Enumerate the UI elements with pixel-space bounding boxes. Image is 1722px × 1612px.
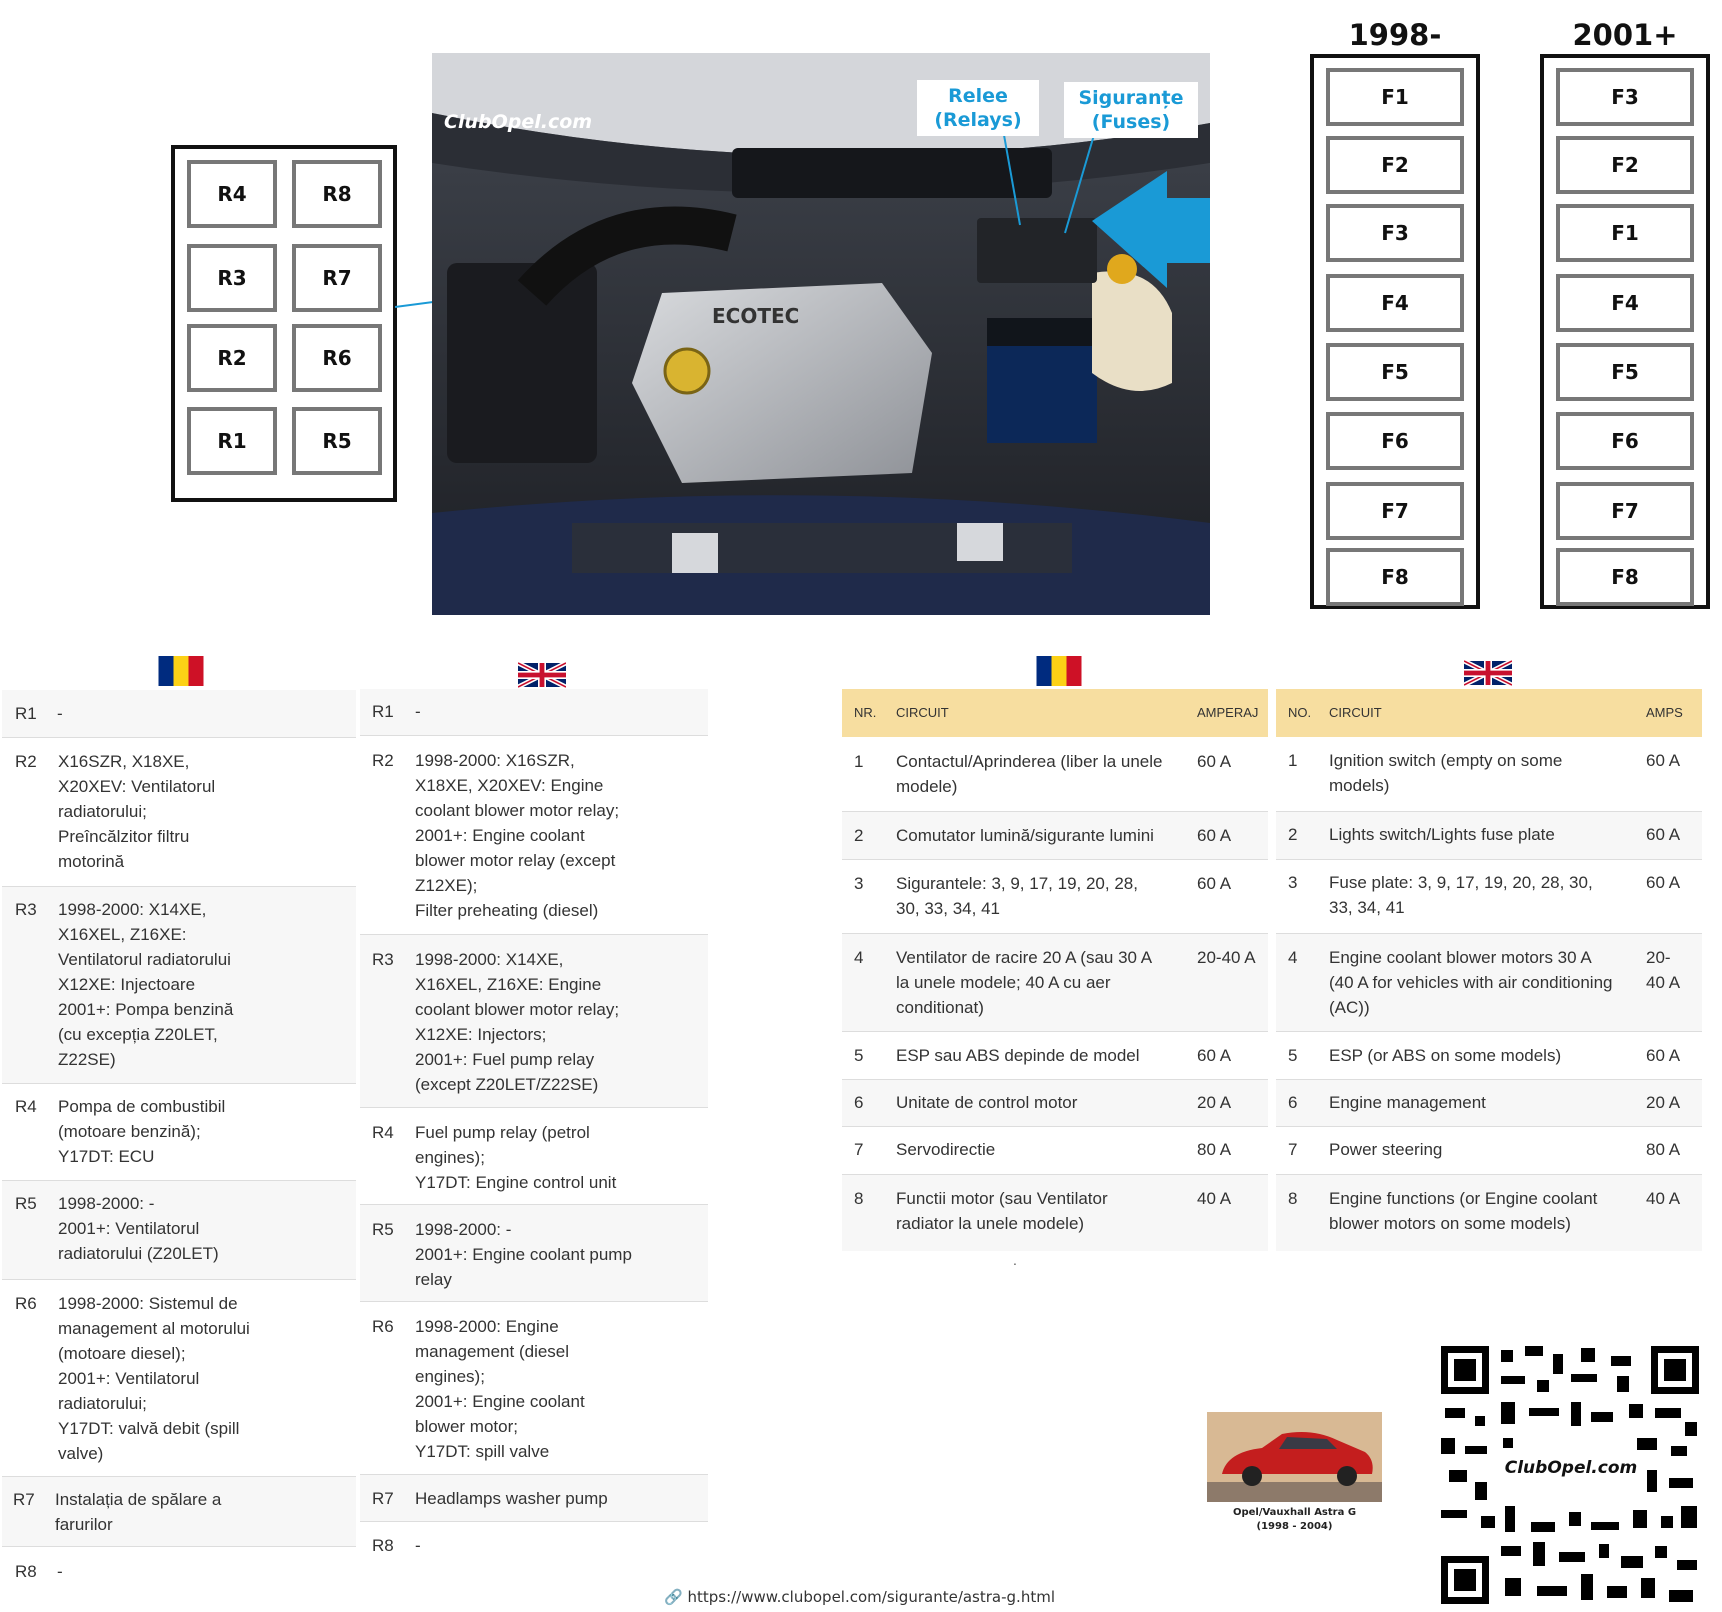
table-row: 2 Comutator lumină/sigurante lumini 60 A <box>842 812 1268 860</box>
fuse-slot: F2 <box>1326 136 1464 194</box>
table-row: R5 1998-2000: - 2001+: Engine coolant pu… <box>360 1205 708 1302</box>
table-row: R1 - <box>360 689 708 736</box>
relay-slot: R1 <box>187 407 277 475</box>
table-row: R6 1998-2000: Sistemul de management al … <box>2 1280 356 1477</box>
fuse-slot: F3 <box>1556 68 1694 126</box>
fuse-slot: F7 <box>1556 482 1694 540</box>
table-row: R4 Fuel pump relay (petrol engines); Y17… <box>360 1108 708 1205</box>
fuse-slot: F5 <box>1556 343 1694 401</box>
table-row: 4 Engine coolant blower motors 30 A (40 … <box>1276 934 1702 1032</box>
table-row: 5 ESP (or ABS on some models) 60 A <box>1276 1032 1702 1080</box>
fuse-slot: F6 <box>1326 412 1464 470</box>
fuse-slot: F8 <box>1326 548 1464 606</box>
romania-flag-icon <box>1036 656 1082 686</box>
coolant-cap-icon <box>1107 254 1137 284</box>
relay-box-diagram: R4 R8 R3 R7 R2 R6 R1 R5 <box>171 145 397 502</box>
table-row: R5 1998-2000: - 2001+: Ventilatorul radi… <box>2 1181 356 1280</box>
fuse-panel-1998-2001: F1 F2 F3 F4 F5 F6 F7 F8 <box>1310 54 1480 609</box>
callout-fuses: Siguranțe (Fuses) <box>1064 82 1198 138</box>
table-row: 3 Sigurantele: 3, 9, 17, 19, 20, 28, 30,… <box>842 860 1268 934</box>
fuse-slot: F1 <box>1326 68 1464 126</box>
table-row: R2 X16SZR, X18XE, X20XEV: Ventilatorul r… <box>2 738 356 887</box>
callout-relays-line2: (Relays) <box>934 109 1022 131</box>
fuse-panel-2001-plus: F3 F2 F1 F4 F5 F6 F7 F8 <box>1540 54 1710 609</box>
table-row: 6 Engine management 20 A <box>1276 1080 1702 1127</box>
fuse-slot: F6 <box>1556 412 1694 470</box>
table-row: 5 ESP sau ABS depinde de model 60 A <box>842 1032 1268 1080</box>
table-row: 1 Contactul/Aprinderea (liber la unele m… <box>842 737 1268 812</box>
table-row: 3 Fuse plate: 3, 9, 17, 19, 20, 28, 30, … <box>1276 860 1702 934</box>
callout-relays-line1: Relee <box>948 85 1008 107</box>
relay-slot: R8 <box>292 160 382 228</box>
callout-fuses-line2: (Fuses) <box>1091 111 1171 133</box>
oil-cap-icon <box>663 347 711 395</box>
table-row: 1 Ignition switch (empty on some models)… <box>1276 737 1702 812</box>
qr-code: ClubOpel.com <box>1441 1346 1699 1604</box>
fuse-slot: F2 <box>1556 136 1694 194</box>
car-caption-model: Opel/Vauxhall Astra G <box>1232 1507 1357 1518</box>
table-header: NO. CIRCUIT AMPS <box>1276 689 1702 737</box>
table-row: R1 - <box>2 690 356 738</box>
callout-relays: Relee (Relays) <box>917 80 1039 136</box>
uk-flag-icon <box>518 660 566 690</box>
table-row: R6 1998-2000: Engine management (diesel … <box>360 1302 708 1475</box>
link-icon: 🔗 <box>664 1588 683 1606</box>
source-url[interactable]: https://www.clubopel.com/sigurante/astra… <box>687 1588 1055 1606</box>
table-row: 2 Lights switch/Lights fuse plate 60 A <box>1276 812 1702 860</box>
arrow-icon <box>1092 171 1210 288</box>
car-thumbnail: Opel/Vauxhall Astra G (1998 - 2004) <box>1207 1412 1382 1538</box>
fuse-slot: F4 <box>1556 274 1694 332</box>
table-row: 6 Unitate de control motor 20 A <box>842 1080 1268 1127</box>
engine-cover-label: ECOTEC <box>712 304 799 328</box>
table-row: R2 1998-2000: X16SZR, X18XE, X20XEV: Eng… <box>360 736 708 935</box>
fuse-slot: F3 <box>1326 204 1464 262</box>
table-row: R3 1998-2000: X14XE, X16XEL, Z16XE: Engi… <box>360 935 708 1108</box>
relay-slot: R2 <box>187 324 277 392</box>
table-row: 7 Servodirectie 80 A <box>842 1127 1268 1175</box>
callout-fuses-line1: Siguranțe <box>1078 87 1184 109</box>
qr-code-icon <box>1441 1346 1699 1604</box>
engine-bay-photo: ECOTEC ClubOpel.com Relee (Relays) Sigur… <box>432 53 1210 615</box>
car-caption-years: (1998 - 2004) <box>1256 1521 1333 1532</box>
table-row: 8 Functii motor (sau Ventilator radiator… <box>842 1175 1268 1251</box>
table-row: R8 - <box>15 1562 63 1581</box>
relay-slot: R6 <box>292 324 382 392</box>
table-header: NR. CIRCUIT AMPERAJ <box>842 689 1268 737</box>
car-image <box>1207 1412 1382 1502</box>
relay-slot: R5 <box>292 407 382 475</box>
table-row: R4 Pompa de combustibil (motoare benzină… <box>2 1084 356 1181</box>
table-row: R3 1998-2000: X14XE, X16XEL, Z16XE: Vent… <box>2 887 356 1084</box>
fuse-slot: F5 <box>1326 343 1464 401</box>
table-row: 8 Engine functions (or Engine coolant bl… <box>1276 1175 1702 1251</box>
table-row: R7 Instalația de spălare a farurilor <box>2 1477 356 1547</box>
table-row: R8 - <box>372 1536 421 1555</box>
relay-slot: R7 <box>292 244 382 312</box>
romania-flag-icon <box>158 656 204 686</box>
uk-flag-icon <box>1464 658 1512 688</box>
fuse-slot: F4 <box>1326 274 1464 332</box>
fuse-slot: F7 <box>1326 482 1464 540</box>
qr-label: ClubOpel.com <box>1504 1458 1638 1478</box>
photo-watermark: ClubOpel.com <box>444 111 592 133</box>
car-caption: Opel/Vauxhall Astra G (1998 - 2004) <box>1207 1502 1382 1538</box>
stray-dot: . <box>1013 1252 1017 1268</box>
fuse-slot: F1 <box>1556 204 1694 262</box>
table-row: 7 Power steering 80 A <box>1276 1127 1702 1175</box>
relay-slot: R3 <box>187 244 277 312</box>
fuse-panel-title: 2001+ <box>1572 18 1678 52</box>
table-row: R7 Headlamps washer pump <box>360 1475 708 1522</box>
fuse-slot: F8 <box>1556 548 1694 606</box>
relay-slot: R4 <box>187 160 277 228</box>
table-row: 4 Ventilator de racire 20 A (sau 30 A la… <box>842 934 1268 1032</box>
source-link[interactable]: 🔗 https://www.clubopel.com/sigurante/ast… <box>664 1588 1055 1606</box>
